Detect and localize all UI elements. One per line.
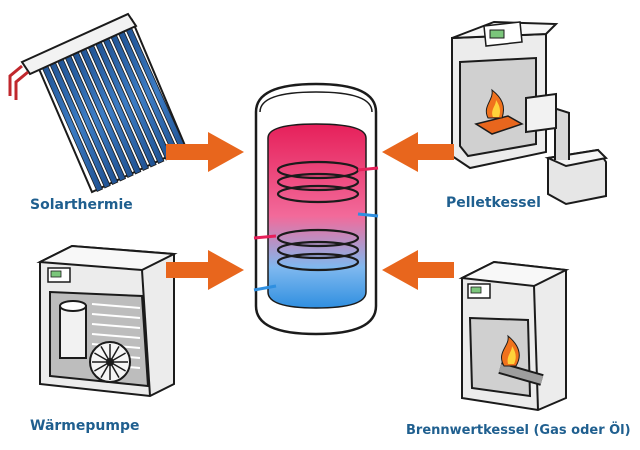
arrow-condensing	[382, 250, 454, 290]
storage-tank-icon	[253, 82, 379, 336]
arrow-pellet	[382, 132, 454, 172]
arrow-solar	[166, 132, 244, 172]
arrow-heatpump	[166, 250, 244, 290]
solar-collector-icon	[8, 12, 188, 194]
label-pelletkessel: Pelletkessel	[446, 195, 541, 211]
heat-pump-icon	[36, 244, 178, 398]
label-brennwertkessel: Brennwertkessel (Gas oder Öl)	[406, 423, 631, 438]
pellet-boiler-icon	[451, 20, 609, 206]
condensing-boiler-icon	[458, 260, 570, 412]
label-waermepumpe: Wärmepumpe	[30, 418, 140, 434]
label-solarthermie: Solarthermie	[30, 197, 133, 213]
